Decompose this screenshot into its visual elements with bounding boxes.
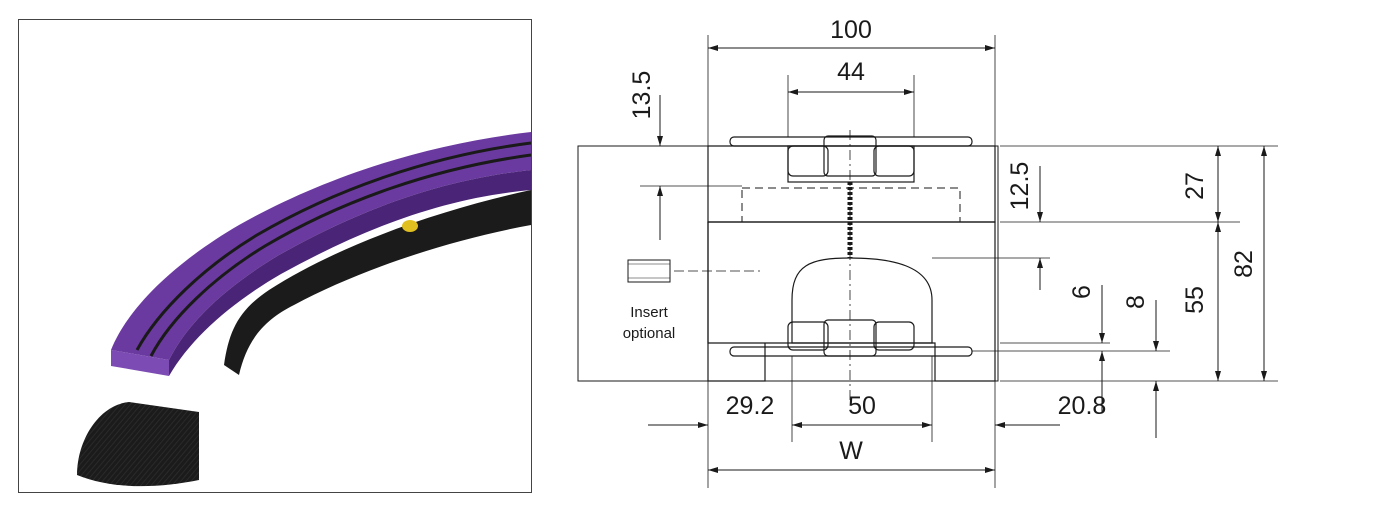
end-cap-piece — [77, 402, 199, 487]
dim-top-offset: 13.5 — [628, 71, 656, 120]
dim-right-flange: 20.8 — [1058, 392, 1107, 420]
lower-profile-section — [707, 221, 996, 382]
dim-overall-width: 100 — [830, 16, 872, 44]
purple-top-profile — [111, 132, 531, 360]
cross-section-drawing: Insert optional 100 44 13.5 12.5 27 55 8… — [577, 16, 1278, 488]
top-chain-plate — [729, 136, 973, 147]
dim-lower-height: 55 — [1181, 286, 1209, 314]
dim-upper-height: 27 — [1181, 172, 1209, 200]
dim-gap-6: 6 — [1068, 285, 1096, 299]
black-base-profile — [224, 190, 531, 375]
dim-base-slot: 50 — [848, 392, 876, 420]
insert-label-line2: optional — [623, 325, 676, 342]
curved-guide-rail-illustration — [77, 132, 531, 487]
dim-left-flange: 29.2 — [726, 392, 775, 420]
dim-slot-width: 44 — [837, 58, 865, 86]
logo-badge — [402, 220, 418, 232]
dim-total-height: 82 — [1230, 250, 1258, 278]
profile-end-face — [111, 350, 169, 376]
product-photo-panel — [18, 19, 532, 493]
dim-width-variable: W — [839, 437, 863, 465]
dim-gap-8: 8 — [1122, 295, 1150, 309]
insert-label-line1: Insert — [630, 304, 668, 321]
bottom-chain-plate — [729, 346, 973, 357]
insert-icon — [627, 259, 671, 283]
top-slot — [787, 145, 915, 183]
dim-groove-depth: 12.5 — [1006, 162, 1034, 211]
purple-side-face — [169, 170, 531, 376]
inner-cavity — [791, 257, 933, 344]
